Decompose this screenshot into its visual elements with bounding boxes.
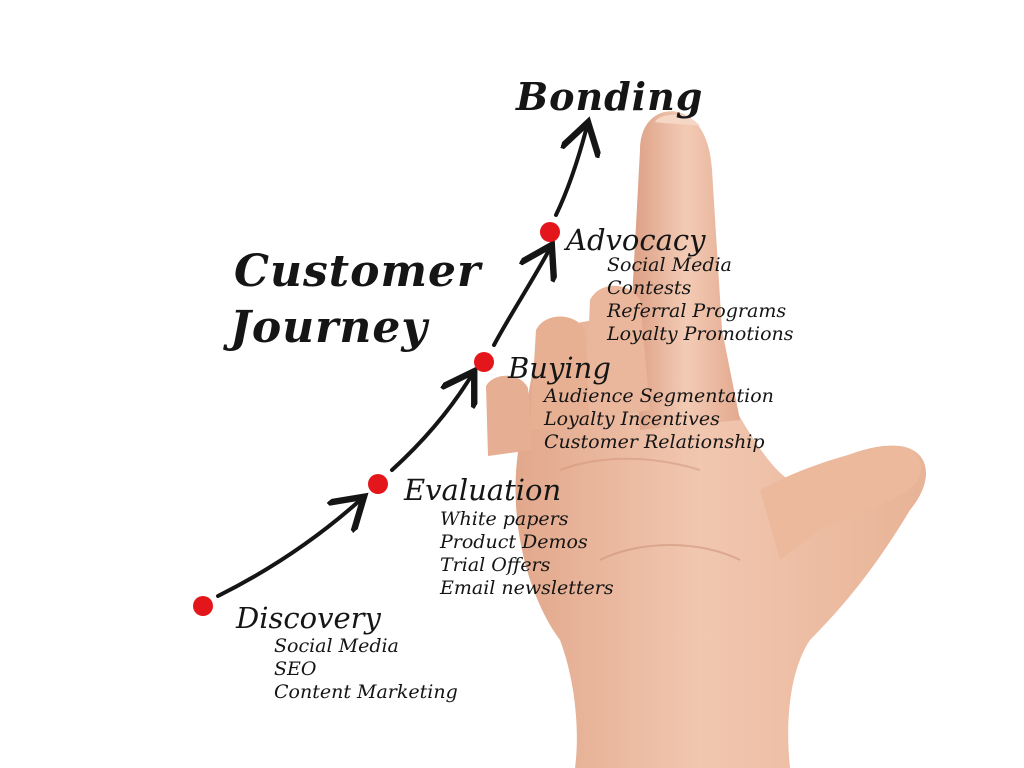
stage-items-evaluation: White papers Product Demos Trial Offers … bbox=[440, 508, 614, 600]
arrow-evaluation-to-buying bbox=[390, 378, 470, 472]
stage-item: Trial Offers bbox=[440, 554, 551, 576]
stage-item: Content Marketing bbox=[274, 681, 458, 703]
stage-item: Email newsletters bbox=[440, 577, 614, 599]
palm-shape bbox=[515, 300, 927, 768]
stage-label-buying: Buying bbox=[508, 351, 611, 385]
diagram-title-line-2: Journey bbox=[230, 302, 428, 353]
stage-item: Social Media bbox=[274, 635, 399, 657]
index-finger bbox=[632, 111, 740, 431]
ring-finger bbox=[530, 316, 590, 430]
little-finger bbox=[486, 375, 532, 456]
stage-item: Audience Segmentation bbox=[544, 385, 774, 407]
middle-finger bbox=[585, 285, 650, 420]
stage-item: Product Demos bbox=[440, 531, 588, 553]
stage-item: Customer Relationship bbox=[544, 431, 765, 453]
arrow-advocacy-to-bonding bbox=[554, 130, 586, 217]
stage-item: Referral Programs bbox=[607, 300, 787, 322]
stage-marker-buying bbox=[474, 352, 494, 372]
stage-items-discovery: Social Media SEO Content Marketing bbox=[274, 635, 458, 704]
stage-marker-evaluation bbox=[368, 474, 388, 494]
palm-crease bbox=[599, 544, 741, 561]
diagram-title-line-1: Customer bbox=[234, 246, 482, 297]
palm-crease bbox=[559, 457, 701, 471]
stage-marker-discovery bbox=[193, 596, 213, 616]
stage-item: Loyalty Promotions bbox=[607, 323, 794, 345]
thumb bbox=[760, 445, 922, 560]
stage-label-advocacy: Advocacy bbox=[566, 223, 706, 257]
stage-item: Social Media bbox=[607, 254, 732, 276]
arrow-buying-to-advocacy bbox=[492, 252, 548, 347]
stage-label-evaluation: Evaluation bbox=[404, 473, 562, 507]
goal-label: Bonding bbox=[516, 74, 704, 119]
stage-items-buying: Audience Segmentation Loyalty Incentives… bbox=[544, 385, 774, 454]
arrow-discovery-to-evaluation bbox=[216, 502, 358, 598]
stage-item: SEO bbox=[274, 658, 317, 680]
stage-marker-advocacy bbox=[540, 222, 560, 242]
fingernail bbox=[655, 114, 700, 126]
stage-items-advocacy: Social Media Contests Referral Programs … bbox=[607, 254, 794, 346]
stage-item: Loyalty Incentives bbox=[544, 408, 720, 430]
stage-item: White papers bbox=[440, 508, 569, 530]
stage-label-discovery: Discovery bbox=[236, 601, 381, 635]
stage-item: Contests bbox=[607, 277, 692, 299]
